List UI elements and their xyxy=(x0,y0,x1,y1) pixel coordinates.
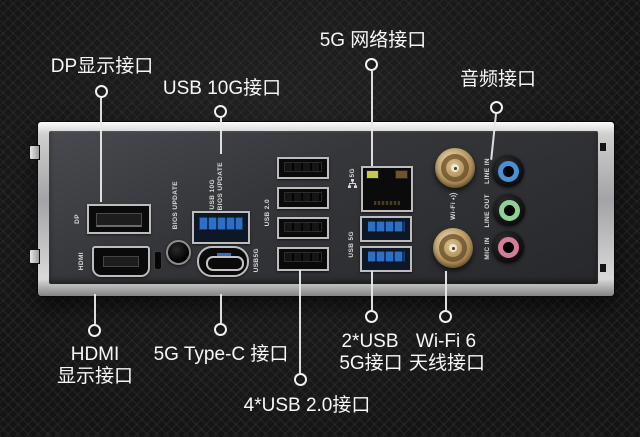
usb-blue-tongue xyxy=(199,217,243,230)
wifi-port-label: Wi-Fi xyxy=(447,192,459,220)
usb-blue-tongue xyxy=(367,251,405,262)
hdmi-port xyxy=(92,246,150,277)
panel-right-notch xyxy=(600,143,606,151)
usb-c-tongue xyxy=(206,256,244,271)
callout-lan-label: 5G 网络接口 xyxy=(319,30,427,51)
callout-usb5g-line xyxy=(371,271,373,310)
usb-blue-tongue xyxy=(367,221,405,232)
callout-dp-line xyxy=(100,98,102,202)
bios-update-button xyxy=(166,240,191,265)
panel-left-tab xyxy=(29,145,40,160)
usb2-port-label: USB 2.0 xyxy=(263,199,271,227)
callout-hdmi-label: 显示接口 xyxy=(56,366,134,387)
callout-dp-circle xyxy=(95,85,108,98)
callout-wifi-label: Wi-Fi 6 xyxy=(415,331,477,352)
lan-pins xyxy=(374,201,400,205)
callout-lan-line xyxy=(371,71,373,166)
panel-left-tab xyxy=(29,249,40,264)
callout-usb10g-line xyxy=(220,118,222,154)
usb10g-port xyxy=(192,211,250,244)
lan-port-label: 5G xyxy=(346,168,358,189)
callout-typec-label: 5G Type-C 接口 xyxy=(153,344,289,365)
callout-usb2-circle xyxy=(294,373,307,386)
callout-wifi-label: 天线接口 xyxy=(408,353,486,374)
wifi-antenna-connector xyxy=(435,148,475,188)
callout-usb2-label: 4*USB 2.0接口 xyxy=(243,395,371,416)
usb2-port xyxy=(277,217,329,239)
wifi-antenna-connector xyxy=(433,228,473,268)
callout-hdmi-label: HDMI xyxy=(70,344,120,365)
lan-led-left xyxy=(366,170,379,179)
line-in-jack xyxy=(492,155,524,187)
callout-typec-circle xyxy=(214,323,227,336)
callout-wifi-circle xyxy=(439,310,452,323)
callout-usb5g-label: 5G接口 xyxy=(339,353,403,374)
callout-usb10g-circle xyxy=(214,105,227,118)
usb-c-port-label: USB5G xyxy=(252,247,260,273)
bios-update-button-label: BIOS UPDATE xyxy=(171,180,179,230)
hdmi-port-label: HDMI xyxy=(77,252,85,271)
lan-icon xyxy=(347,179,357,189)
callout-audio-label: 音频接口 xyxy=(459,69,537,90)
callout-usb2-line xyxy=(299,270,301,373)
usb10g-port-label: USB 10G BIOS UPDATE xyxy=(209,161,224,210)
panel-right-notch xyxy=(600,264,606,272)
callout-hdmi-circle xyxy=(88,324,101,337)
usb-c-port xyxy=(197,246,249,277)
callout-wifi-line xyxy=(445,271,447,310)
displayport-port xyxy=(87,204,151,234)
callout-usb10g-label: USB 10G接口 xyxy=(162,78,282,99)
callout-hdmi-line xyxy=(94,294,96,324)
callout-typec-line xyxy=(220,294,222,323)
panel-slot xyxy=(154,251,162,270)
hdmi-contacts xyxy=(103,256,139,267)
dp-port-label: DP xyxy=(73,214,81,224)
usb2-port xyxy=(277,157,329,179)
callout-usb5g-circle xyxy=(365,310,378,323)
usb2-port xyxy=(277,187,329,209)
wifi-icon xyxy=(448,192,458,200)
usb2-port xyxy=(277,247,329,271)
mic-in-jack xyxy=(492,231,524,263)
callout-usb5g-label: 2*USB xyxy=(341,331,399,352)
usb5g-port-label: USB 5G xyxy=(347,230,355,258)
lan-led-right xyxy=(395,170,408,179)
callout-dp-label: DP显示接口 xyxy=(50,56,154,77)
displayport-contacts xyxy=(96,213,142,227)
line-out-jack xyxy=(493,194,525,226)
usb5g-port xyxy=(360,246,412,272)
ethernet-5g-port xyxy=(361,166,413,212)
usb5g-port xyxy=(360,216,412,242)
callout-lan-circle xyxy=(365,58,378,71)
callout-audio-circle xyxy=(490,101,503,114)
